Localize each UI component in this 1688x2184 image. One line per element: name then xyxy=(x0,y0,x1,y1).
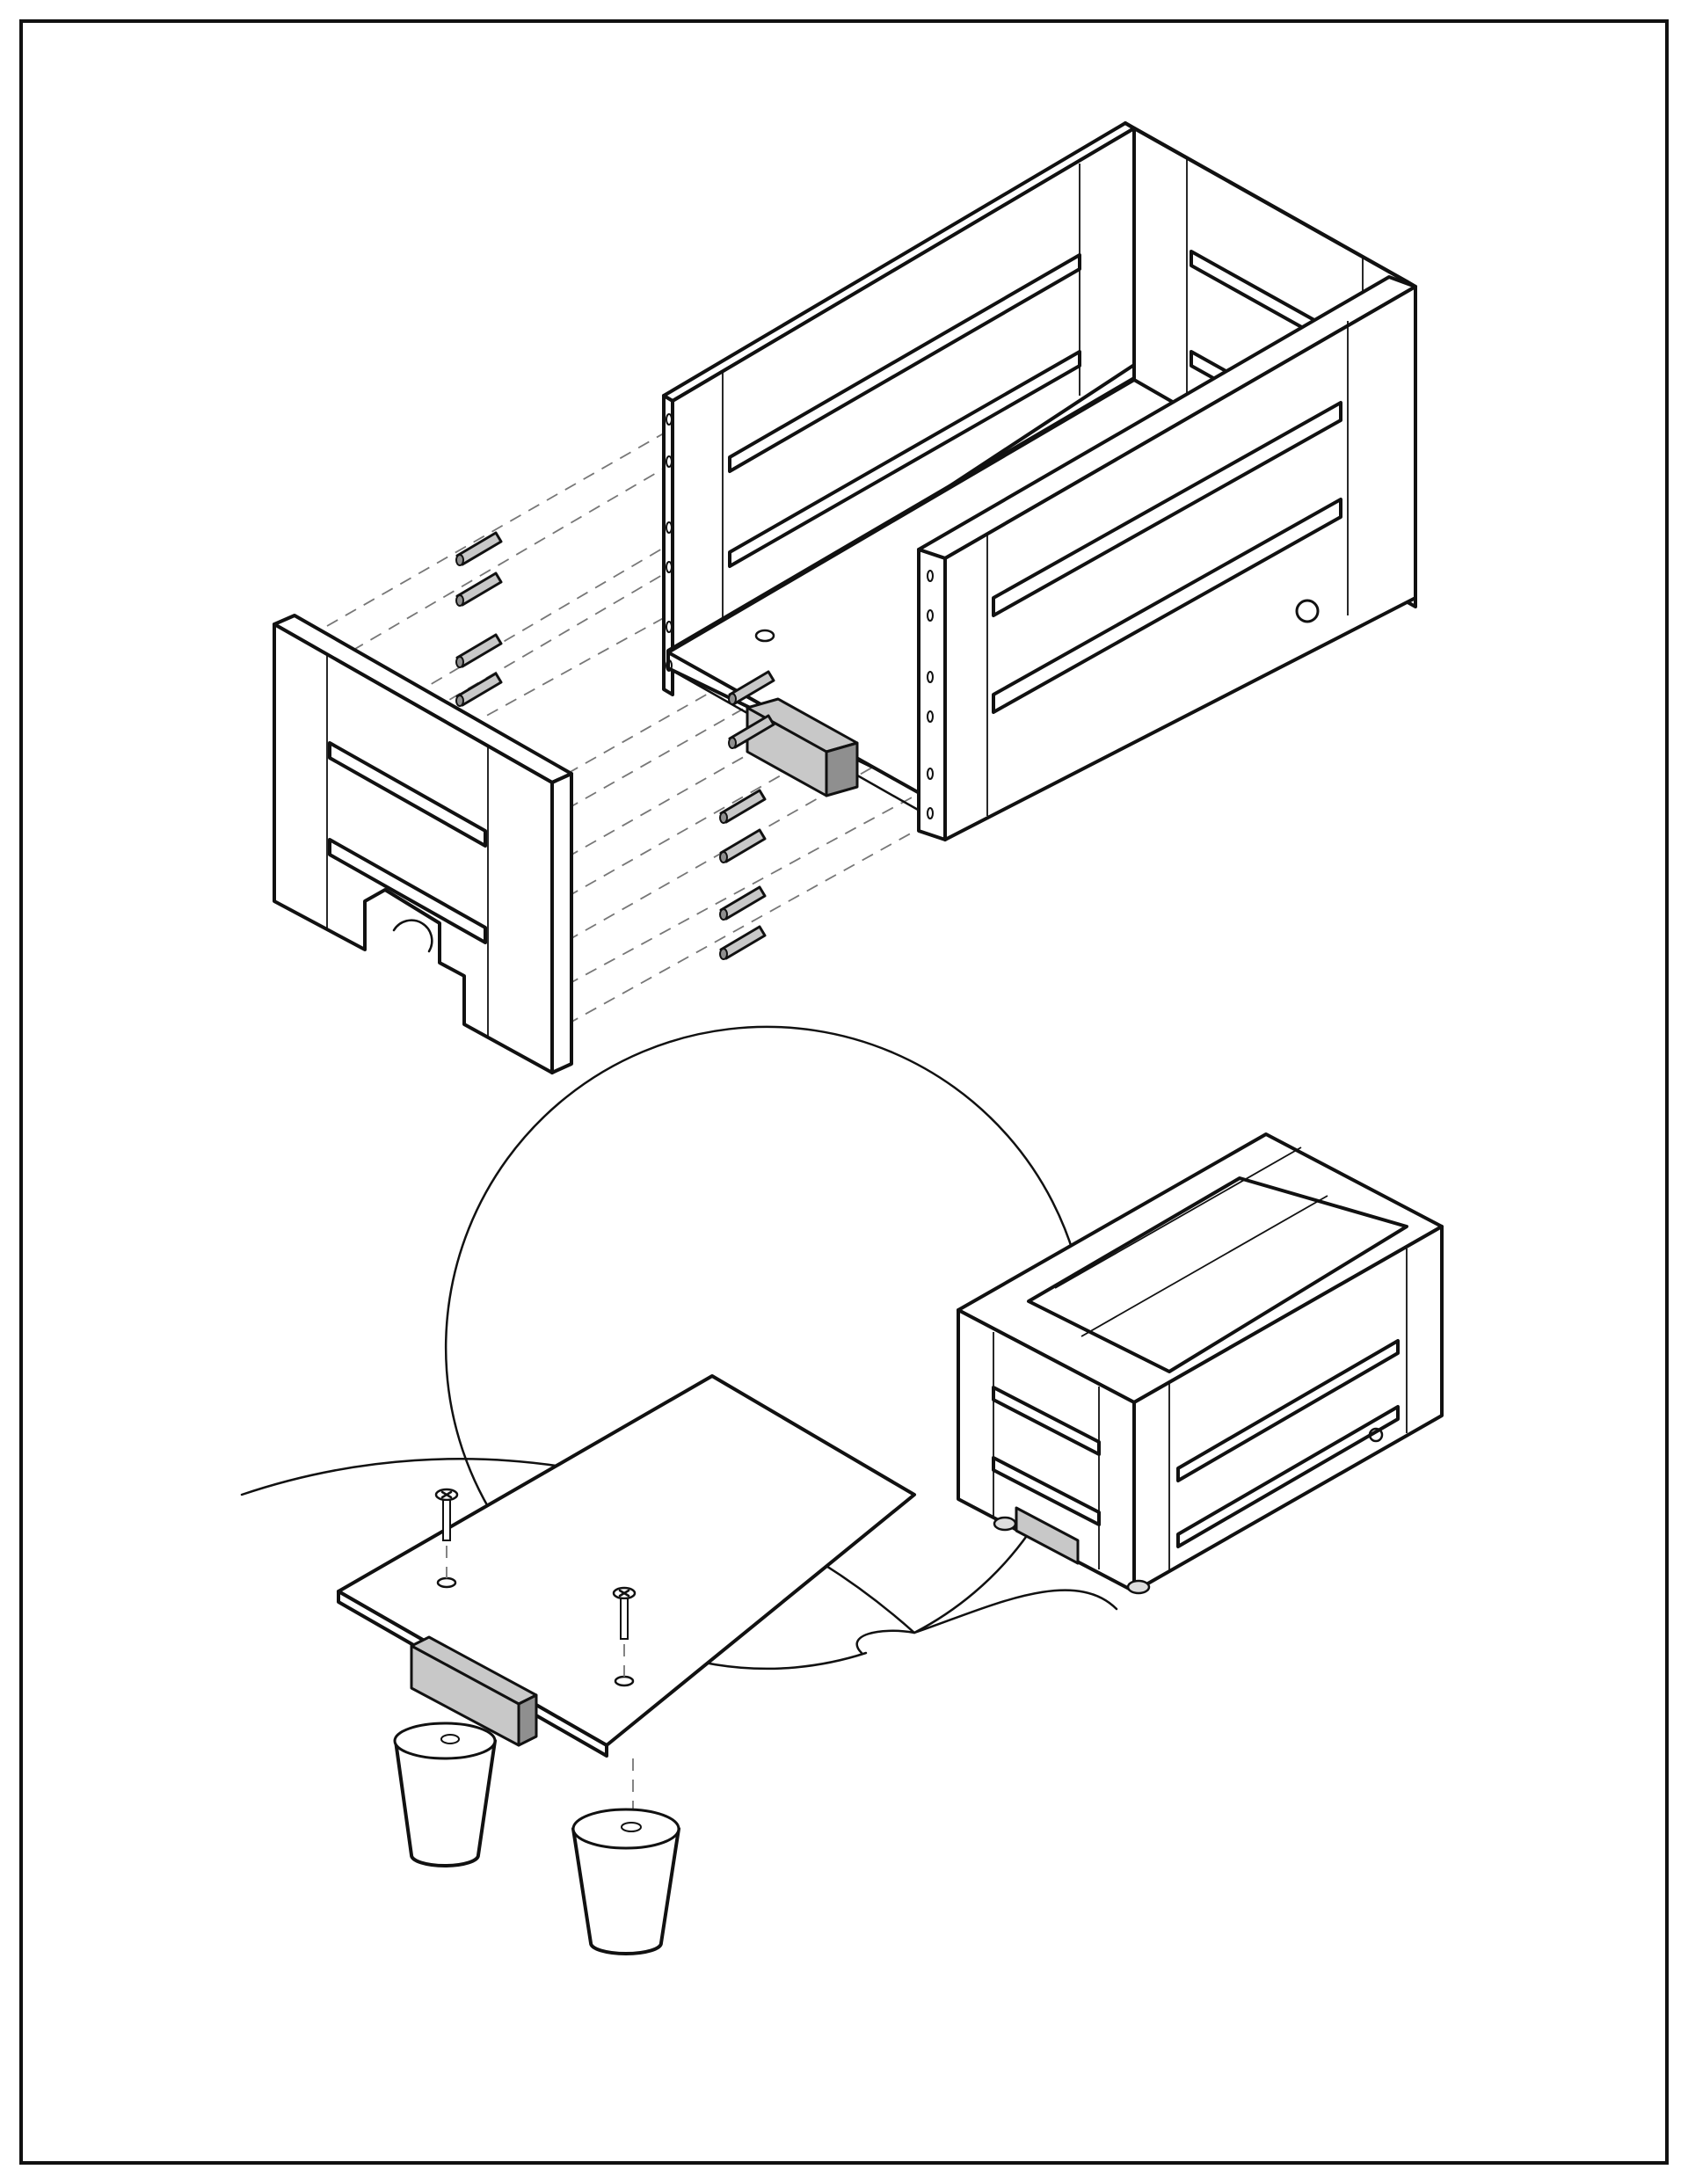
screw xyxy=(612,1586,637,1640)
crate-body xyxy=(662,121,1417,841)
base-hole xyxy=(754,629,775,643)
wooden-dowel xyxy=(455,571,503,607)
wooden-dowel xyxy=(455,633,503,668)
wooden-dowel xyxy=(719,828,767,863)
wooden-dowel xyxy=(455,672,503,707)
wooden-dowel xyxy=(719,789,767,824)
step-top xyxy=(273,121,1417,1074)
wooden-dowel xyxy=(728,714,775,749)
wooden-dowel xyxy=(455,531,503,566)
front-end-panel xyxy=(273,614,573,1074)
wooden-dowel xyxy=(719,885,767,921)
detail-view xyxy=(337,1374,916,1955)
base-block xyxy=(410,1635,538,1747)
assembled-crate xyxy=(957,1132,1444,1595)
front-panel xyxy=(666,275,1417,841)
back-panel xyxy=(662,121,1136,696)
page-border xyxy=(19,19,1669,2165)
wooden-dowel xyxy=(719,925,767,960)
screw xyxy=(434,1488,459,1541)
step-bottom xyxy=(240,1025,1444,1955)
foot xyxy=(571,1808,680,1955)
foot xyxy=(993,1516,1017,1532)
wooden-dowel xyxy=(728,670,775,705)
dowel-holes xyxy=(666,413,934,819)
foot xyxy=(1126,1579,1151,1595)
foot xyxy=(393,1722,497,1867)
handle-hole xyxy=(1295,599,1320,623)
dowels xyxy=(455,531,775,960)
